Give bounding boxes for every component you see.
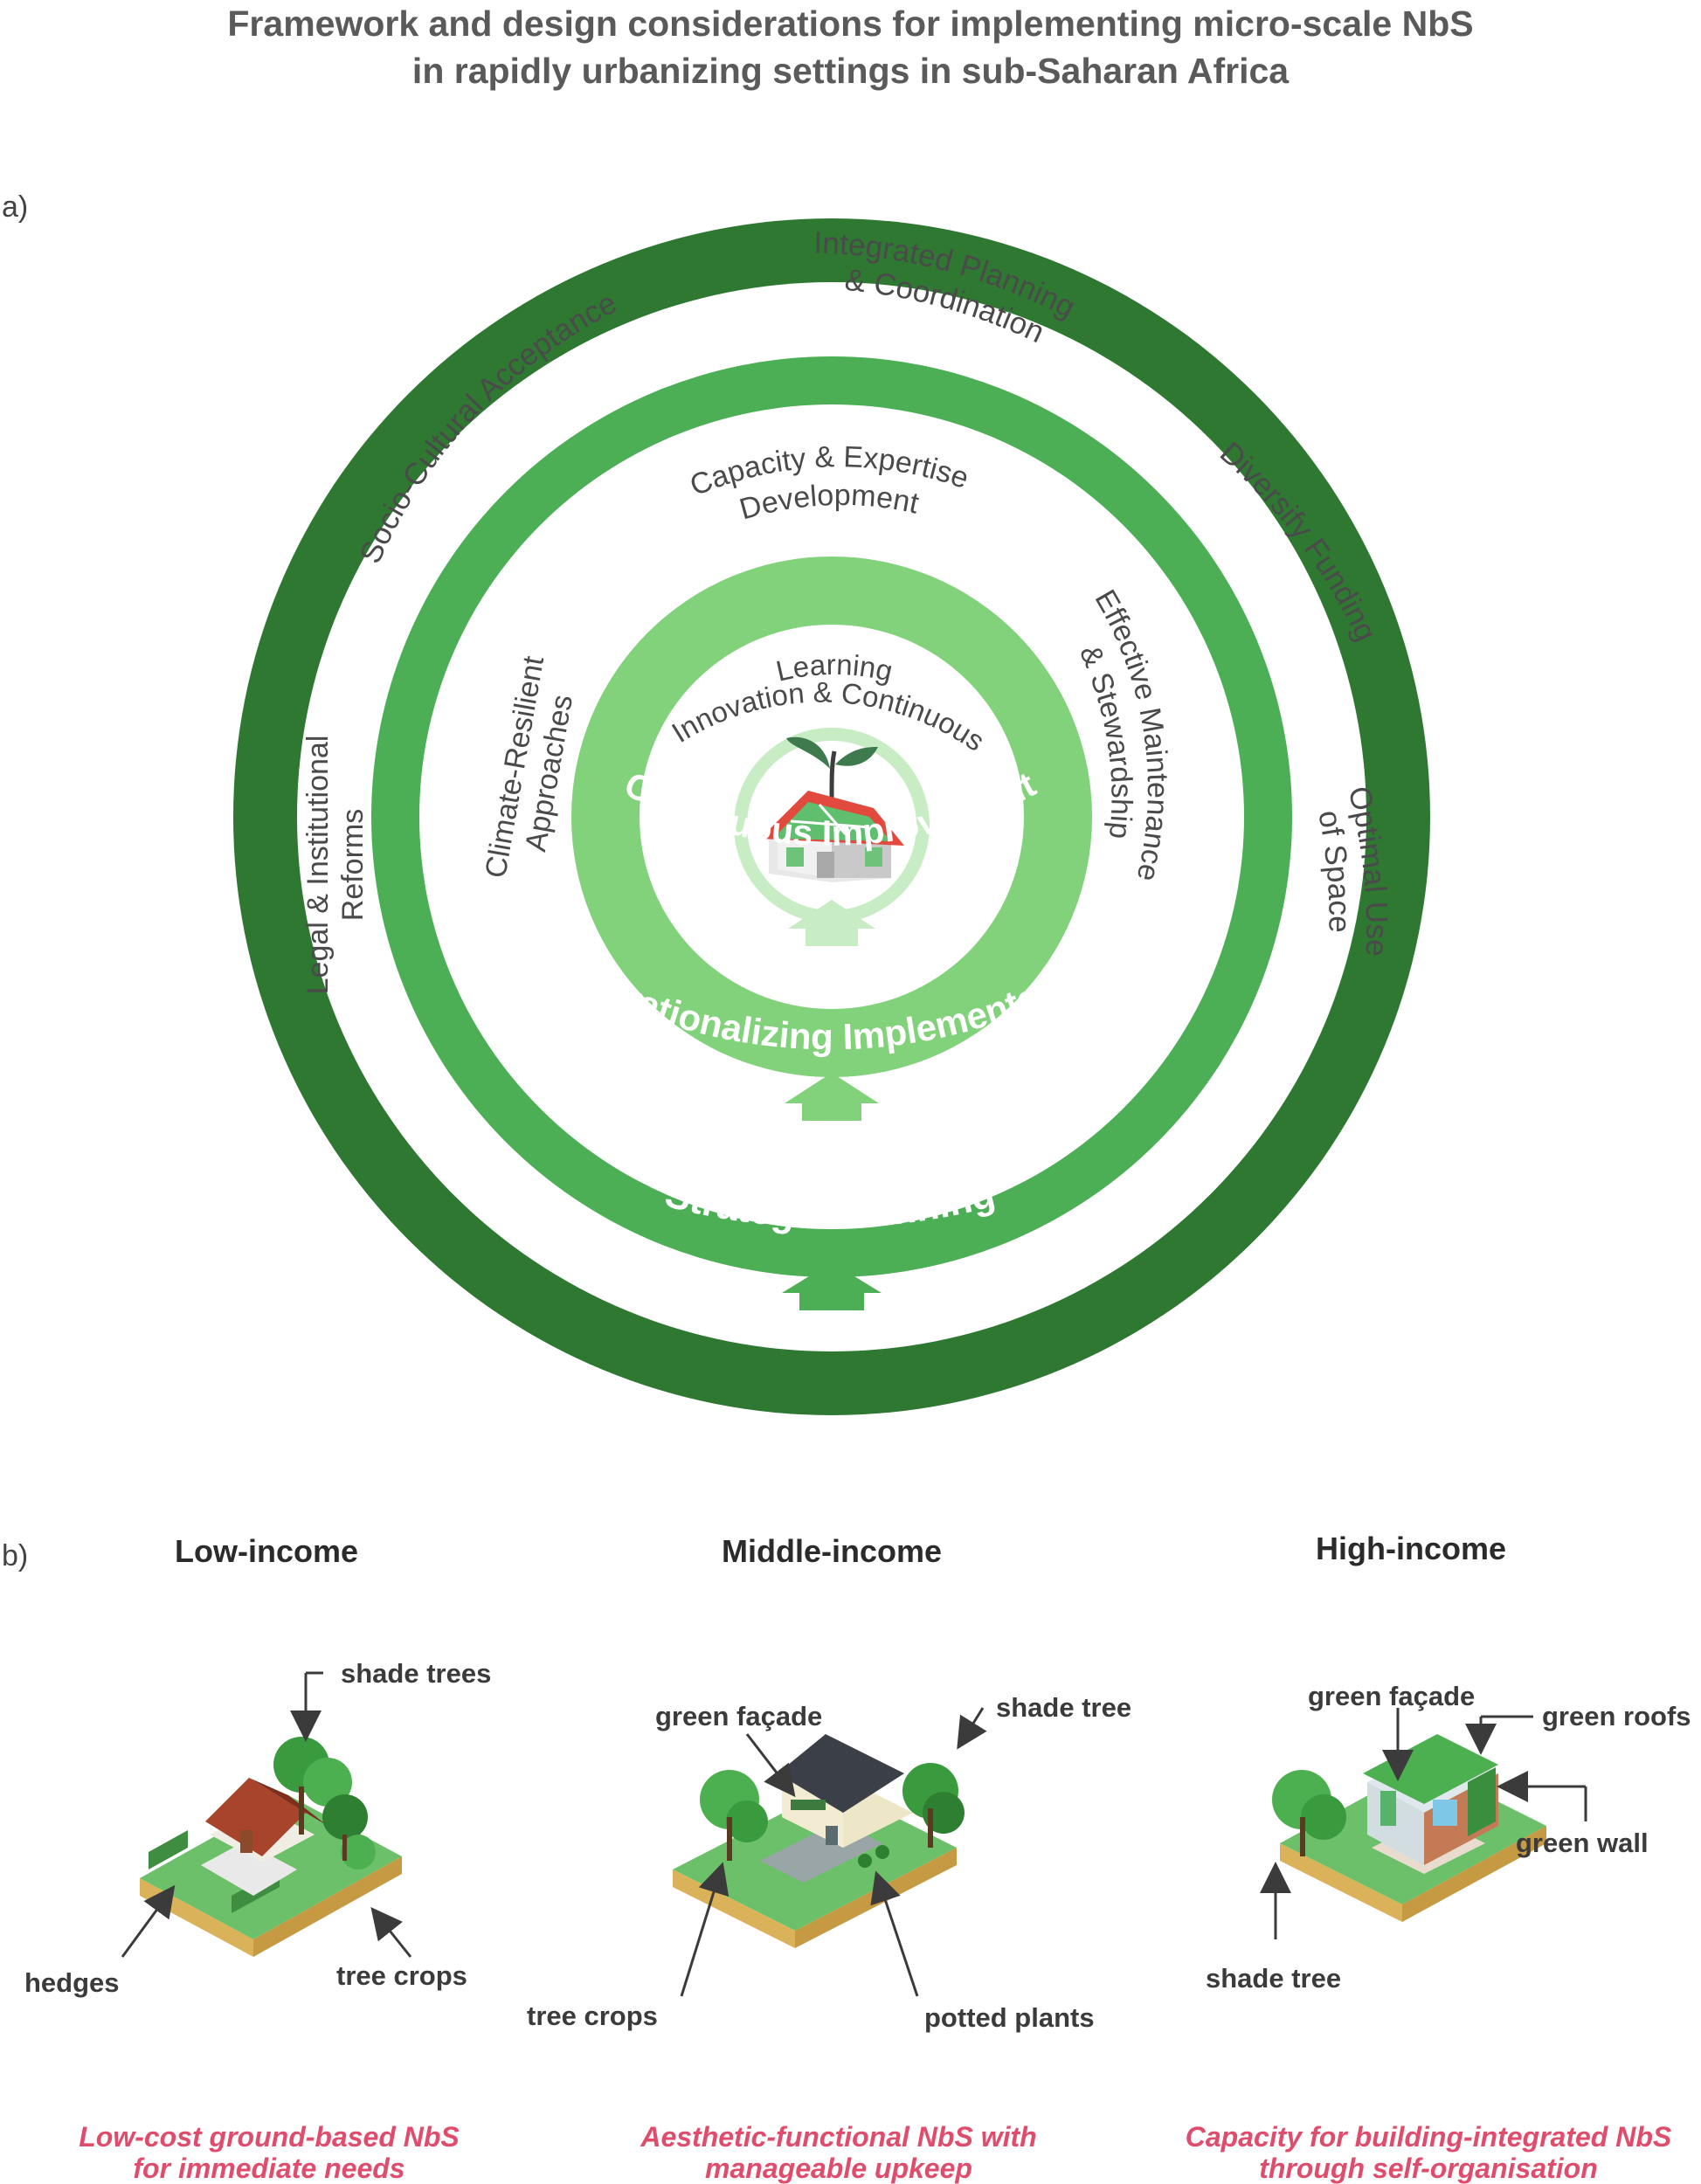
caption-high-line-1: Capacity for building-integrated NbS	[1185, 2121, 1672, 2153]
callout-high-green-wall: green wall	[1516, 1828, 1649, 1858]
arrow-up-outer-icon	[782, 1262, 882, 1310]
middle-income-illustration	[673, 1734, 965, 1948]
low-income-illustration	[140, 1737, 402, 1957]
label-legal-institutional: Legal & Institutional Reforms	[301, 736, 370, 995]
caption-middle-income: Aesthetic-functional NbS with manageable…	[594, 2121, 1083, 2184]
callout-middle-green-facade: green façade	[655, 1701, 822, 1731]
figure-title: Framework and design considerations for …	[0, 0, 1701, 94]
high-income-illustration	[1272, 1734, 1546, 1922]
income-title-high: High-income	[1315, 1531, 1506, 1566]
figure-title-line-1: Framework and design considerations for …	[227, 3, 1474, 44]
svg-text:Legal & Institutional: Legal & Institutional	[301, 736, 335, 995]
callout-low-shade-trees: shade trees	[341, 1658, 491, 1689]
caption-high-line-2: through self-organisation	[1259, 2153, 1598, 2184]
caption-low-income: Low-cost ground-based NbS for immediate …	[24, 2121, 514, 2184]
callout-middle-tree-crops: tree crops	[527, 2001, 658, 2031]
caption-middle-line-2: manageable upkeep	[705, 2153, 972, 2184]
figure-title-line-2: in rapidly urbanizing settings in sub-Sa…	[411, 51, 1290, 91]
arrow-up-middle-icon	[785, 1073, 879, 1121]
roof-shape	[778, 1734, 904, 1813]
callout-low-hedges: hedges	[24, 1967, 120, 1998]
framework-diagram: Strategic Planning Operationalizing Impl…	[233, 218, 1430, 1415]
callout-high-shade-tree: shade tree	[1206, 1963, 1341, 1994]
income-illustrations: shade trees hedges tree crops green faça…	[24, 1658, 1691, 2033]
roof-shape	[205, 1778, 306, 1856]
caption-low-line-1: Low-cost ground-based NbS	[79, 2121, 460, 2153]
caption-low-line-2: for immediate needs	[133, 2153, 405, 2184]
callout-low-tree-crops: tree crops	[336, 1960, 467, 1991]
arrow-up-inner-icon	[788, 900, 875, 946]
panel-b-label: b)	[2, 1539, 29, 1572]
callout-high-green-roofs: green roofs	[1542, 1701, 1691, 1731]
green-roof-shape	[1363, 1734, 1498, 1804]
callout-middle-potted-plants: potted plants	[924, 2002, 1095, 2033]
callout-high-green-facade: green façade	[1308, 1681, 1475, 1711]
caption-middle-line-1: Aesthetic-functional NbS with	[640, 2121, 1037, 2153]
svg-text:Reforms: Reforms	[336, 809, 370, 921]
income-title-middle: Middle-income	[721, 1533, 943, 1569]
house-sprout-icon	[760, 736, 904, 882]
panel-a-label: a)	[2, 190, 29, 224]
hedge-shape	[149, 1830, 188, 1870]
income-title-low: Low-income	[174, 1533, 358, 1569]
callout-middle-shade-tree: shade tree	[996, 1692, 1131, 1723]
caption-high-income: Capacity for building-integrated NbS thr…	[1166, 2121, 1691, 2184]
